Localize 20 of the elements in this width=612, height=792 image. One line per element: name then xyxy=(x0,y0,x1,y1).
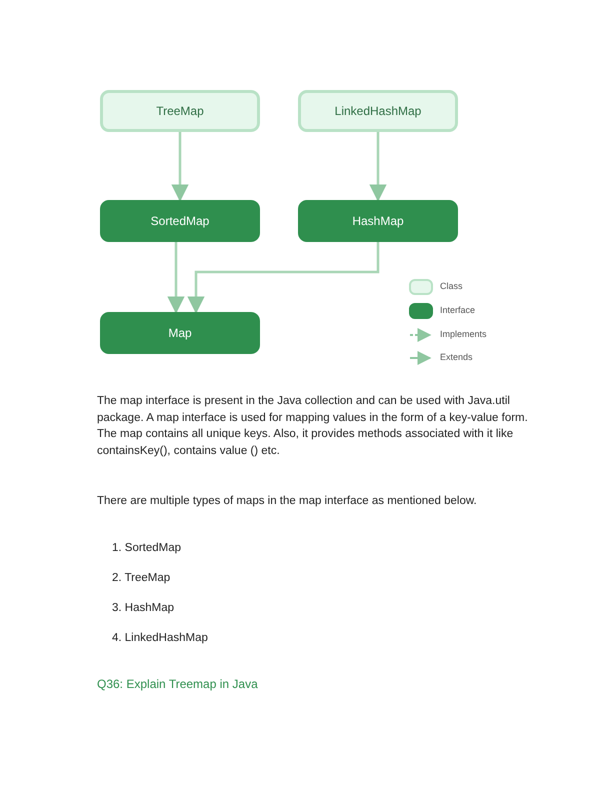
arrow xyxy=(369,132,387,202)
interface-box: HashMap xyxy=(298,200,458,242)
interface-box: SortedMap xyxy=(100,200,260,242)
arrow xyxy=(167,242,185,314)
list-item: 1. SortedMap xyxy=(112,541,182,556)
list-item: 3. HashMap xyxy=(112,601,176,616)
paragraph: There are multiple types of maps in the map interface as mentioned below. xyxy=(97,494,478,509)
interface-box: Map xyxy=(100,312,260,354)
paragraph: The map interface is present in the Java collection and can be used with Java.util package. A map interface is used for mapping values in the form of a key-value form. The map contains all unique keys. Also, it provides methods associated with it like containsKey(), contains value () etc. xyxy=(97,394,529,458)
arrow xyxy=(187,242,380,314)
list-item: 4. LinkedHashMap xyxy=(112,631,209,646)
legend-label: Interface xyxy=(440,305,476,315)
legend-label: Class xyxy=(440,281,463,291)
section-heading: Q36: Explain Treemap in Java xyxy=(97,676,259,692)
class-box: TreeMap xyxy=(100,90,260,132)
class-box: LinkedHashMap xyxy=(298,90,458,132)
arrow xyxy=(171,132,189,202)
legend-label: Implements xyxy=(440,329,487,339)
legend-label: Extends xyxy=(440,352,473,362)
list-item: 2. TreeMap xyxy=(112,571,172,586)
